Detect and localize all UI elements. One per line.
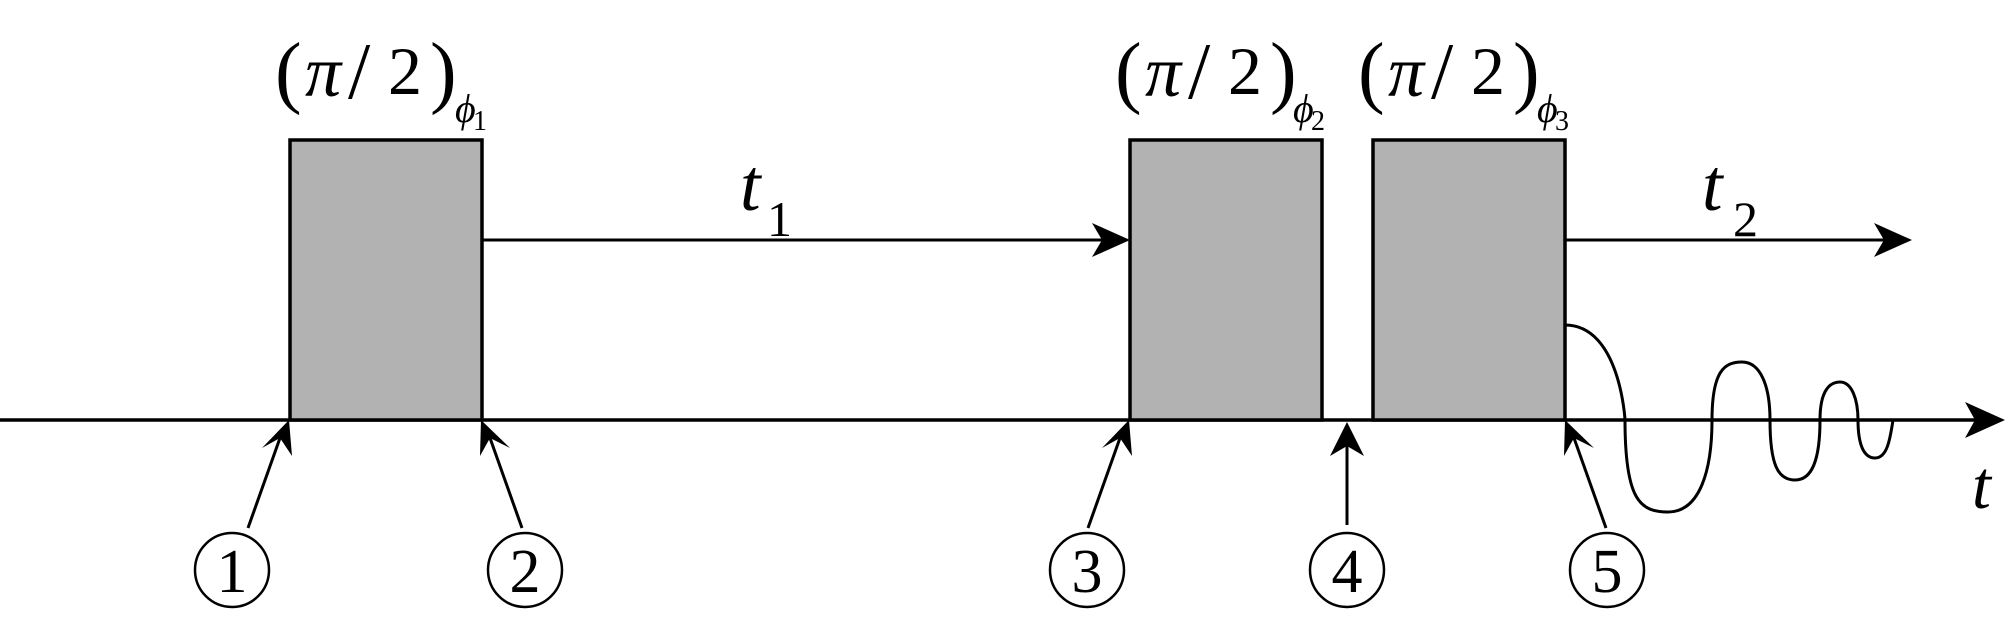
marker-3-pointer — [1086, 437, 1122, 529]
pulse-2-label: ( π / 2 ) ϕ 2 — [1115, 28, 1325, 137]
pulse-2-pi: π — [1145, 32, 1183, 112]
pulse-3-slash: / — [1431, 28, 1454, 116]
marker-5-pointer — [1572, 437, 1608, 529]
marker-3-arrowhead-icon — [1102, 420, 1132, 456]
pulse-3-block — [1371, 138, 1567, 422]
interval-t2: t 2 — [1565, 145, 1912, 257]
marker-4: 4 — [1308, 422, 1386, 609]
marker-2-pointer — [488, 437, 524, 529]
pulse-1-phase-symbol: ϕ — [455, 86, 476, 131]
marker-1-arrowhead-icon — [262, 420, 292, 456]
pulse-3: ( π / 2 ) ϕ 3 — [1358, 28, 1569, 422]
pulse-1-paren-open: ( — [275, 28, 302, 116]
pulse-2-phase-index: 2 — [1311, 106, 1325, 137]
interval-t2-subscript: 2 — [1733, 191, 1758, 247]
marker-3-circle — [1048, 531, 1126, 609]
pulse-2-paren-open: ( — [1115, 28, 1142, 116]
pulse-2-slash: / — [1188, 28, 1211, 116]
marker-4-arrowhead-icon — [1330, 422, 1364, 456]
interval-t1-subscript: 1 — [767, 191, 792, 247]
pulse-3-paren-open: ( — [1358, 28, 1385, 116]
marker-1: 1 — [193, 420, 292, 609]
interval-t1-symbol: t — [740, 145, 763, 227]
pulse-1-label: ( π / 2 ) ϕ 1 — [275, 28, 487, 137]
marker-5: 5 — [1564, 420, 1646, 609]
pulse-3-phase-index: 3 — [1555, 106, 1569, 137]
marker-4-circle — [1308, 531, 1386, 609]
pulse-3-phase-symbol: ϕ — [1537, 86, 1558, 131]
pulse-2-phase-symbol: ϕ — [1293, 86, 1314, 131]
pulse-3-pi: π — [1388, 32, 1426, 112]
marker-5-label: 5 — [1592, 538, 1623, 606]
pulse-1-phase-index: 1 — [473, 106, 487, 137]
marker-3: 3 — [1048, 420, 1132, 609]
pulse-2-two: 2 — [1228, 33, 1262, 109]
pulse-3-paren-close: ) — [1513, 28, 1540, 116]
marker-4-label: 4 — [1332, 538, 1363, 606]
time-axis-label: t — [1972, 447, 1993, 523]
marker-5-circle — [1568, 531, 1646, 609]
marker-5-arrowhead-icon — [1564, 420, 1594, 456]
pulse-1-slash: / — [348, 28, 371, 116]
pulse-1-pi: π — [305, 32, 343, 112]
pulse-1-two: 2 — [388, 33, 422, 109]
interval-t2-arrowhead-icon — [1874, 223, 1912, 257]
marker-1-circle — [193, 531, 271, 609]
pulse-1-block — [288, 138, 484, 422]
marker-2: 2 — [480, 420, 564, 609]
marker-1-pointer — [246, 437, 282, 529]
marker-2-circle — [486, 531, 564, 609]
pulse-1: ( π / 2 ) ϕ 1 — [275, 28, 487, 422]
interval-t1: t 1 — [482, 145, 1130, 257]
marker-2-label: 2 — [510, 538, 541, 606]
marker-1-label: 1 — [217, 538, 248, 606]
pulse-3-label: ( π / 2 ) ϕ 3 — [1358, 28, 1569, 137]
pulse-2-paren-close: ) — [1270, 28, 1297, 116]
interval-t2-symbol: t — [1702, 145, 1725, 227]
pulse-3-two: 2 — [1471, 33, 1505, 109]
marker-3-label: 3 — [1072, 538, 1103, 606]
time-axis-arrowhead-icon — [1965, 402, 2005, 438]
interval-t1-arrowhead-icon — [1092, 223, 1130, 257]
pulse-1-paren-close: ) — [430, 28, 457, 116]
marker-2-arrowhead-icon — [480, 420, 510, 456]
fid-signal — [1564, 323, 1895, 514]
pulse-2: ( π / 2 ) ϕ 2 — [1115, 28, 1325, 422]
pulse-2-block — [1128, 138, 1324, 422]
